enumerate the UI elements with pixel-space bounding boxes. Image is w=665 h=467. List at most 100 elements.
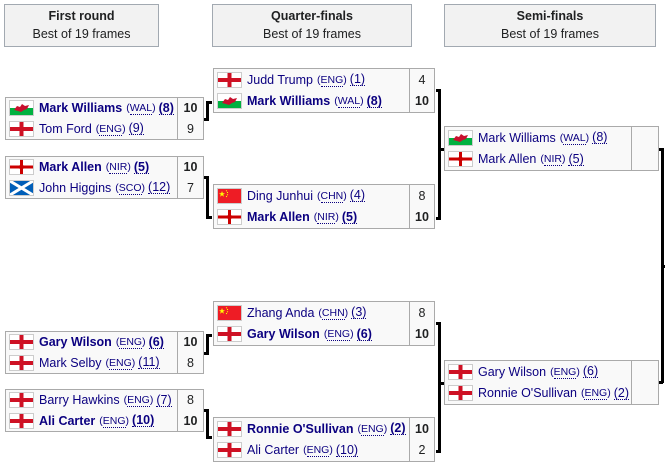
nation-code[interactable]: (NIR) [105, 161, 131, 174]
bracket-connector-line [438, 382, 444, 385]
nation-abbr[interactable]: NIR [109, 161, 128, 174]
nation-abbr[interactable]: ENG [119, 336, 143, 349]
table-row: Gary Wilson(ENG)(6) [444, 360, 659, 383]
nation-abbr[interactable]: ENG [584, 387, 608, 400]
seed-number: (5) [341, 209, 358, 224]
northern-ireland-flag-icon [9, 159, 34, 175]
nation-code[interactable]: (ENG) [580, 387, 611, 400]
player-name-link[interactable]: Gary Wilson [478, 364, 547, 379]
bracket-connector-line [206, 436, 212, 439]
nation-abbr[interactable]: WAL [563, 131, 586, 145]
score-cell: 10 [410, 206, 435, 229]
nation-abbr[interactable]: ENG [109, 356, 132, 370]
nation-code[interactable]: (ENG) [105, 356, 136, 370]
player-name-link[interactable]: Ronnie O'Sullivan [478, 386, 577, 400]
bracket-connector-line [438, 89, 441, 220]
bracket-connector-line [206, 101, 212, 104]
nation-code[interactable]: (ENG) [123, 394, 154, 407]
england-flag-icon [9, 354, 34, 371]
nation-code[interactable]: (SCO) [115, 181, 146, 195]
player-name-link[interactable]: Zhang Anda [247, 305, 315, 320]
player-name-link[interactable]: Mark Selby [39, 355, 102, 370]
nation-code[interactable]: (WAL) [126, 102, 156, 115]
nation-abbr[interactable]: ENG [360, 422, 384, 436]
player-name-link[interactable]: John Higgins [39, 180, 112, 195]
nation-abbr[interactable]: CHN [320, 189, 344, 203]
nation-code[interactable]: (ENG) [303, 444, 333, 457]
nation-code[interactable]: (ENG) [323, 328, 354, 341]
player-name-link[interactable]: Mark Allen [478, 152, 537, 166]
table-row: Mark Allen(NIR)(5) [444, 148, 659, 171]
china-flag-icon [217, 187, 242, 204]
nation-code[interactable]: (ENG) [115, 336, 146, 349]
player-name-link[interactable]: Barry Hawkins [39, 393, 120, 407]
player-name-link[interactable]: Gary Wilson [247, 327, 320, 341]
nation-abbr[interactable]: ENG [127, 394, 150, 407]
wales-flag-icon [217, 93, 242, 109]
score-value: 8 [187, 393, 194, 407]
wales-flag-icon [448, 129, 473, 146]
nation-abbr[interactable]: ENG [553, 365, 577, 379]
nation-code[interactable]: (ENG) [317, 73, 347, 87]
score-value: 10 [415, 94, 429, 108]
player-name-link[interactable]: Gary Wilson [39, 335, 112, 349]
player-name-link[interactable]: Ali Carter [39, 413, 96, 428]
player-name-link[interactable]: Judd Trump [247, 72, 314, 87]
player-name-link[interactable]: Ali Carter [247, 443, 300, 457]
player-name-link[interactable]: Mark Allen [39, 160, 102, 174]
england-flag-icon [9, 412, 34, 429]
nation-abbr[interactable]: NIR [543, 153, 562, 166]
nation-code[interactable]: (NIR) [313, 211, 339, 224]
nation-code[interactable]: (ENG) [357, 422, 388, 436]
england-flag-icon [448, 363, 473, 380]
score-cell: 10 [178, 410, 204, 432]
player-cell: Gary Wilson(ENG)(6) [5, 331, 178, 353]
bracket-connector-line [206, 334, 212, 337]
nation-abbr[interactable]: WAL [129, 102, 153, 115]
seed-number: (11) [138, 355, 160, 369]
score-cell: 10 [178, 156, 204, 178]
nation-abbr[interactable]: SCO [118, 181, 142, 195]
nation-code[interactable]: (WAL) [559, 131, 590, 145]
nation-abbr[interactable]: WAL [337, 95, 361, 108]
player-name-link[interactable]: Ronnie O'Sullivan [247, 421, 354, 436]
player-cell: Barry Hawkins(ENG)(7) [5, 389, 178, 411]
nation-abbr[interactable]: ENG [320, 73, 344, 87]
seed-number: (6) [148, 334, 164, 349]
nation-abbr[interactable]: ENG [306, 444, 330, 457]
player-name-link[interactable]: Ding Junhui [247, 188, 314, 203]
nation-abbr[interactable]: ENG [102, 414, 126, 428]
nation-code[interactable]: (ENG) [99, 414, 130, 428]
player-name-link[interactable]: Mark Allen [247, 210, 310, 224]
england-flag-icon [448, 385, 473, 401]
player-name-link[interactable]: Mark Williams [247, 94, 331, 108]
table-row: Zhang Anda(CHN)(3)8 [213, 301, 435, 324]
seed-number: (8) [592, 130, 608, 144]
score-cell: 8 [410, 301, 435, 324]
nation-code[interactable]: (ENG) [95, 122, 126, 136]
player-name-link[interactable]: Tom Ford [39, 121, 92, 136]
seed-number: (1) [349, 72, 366, 86]
seed-number: (6) [356, 326, 372, 341]
round-title: Semi-finals [516, 9, 584, 23]
nation-abbr[interactable]: ENG [327, 328, 351, 341]
score-value: 10 [183, 101, 198, 115]
nation-abbr[interactable]: CHN [321, 306, 345, 320]
score-cell: 7 [178, 177, 204, 199]
seed-number: (2) [390, 421, 406, 435]
nation-code[interactable]: (ENG) [550, 365, 580, 379]
seed-number: (8) [366, 93, 382, 108]
player-name-link[interactable]: Mark Williams [39, 101, 123, 115]
nation-abbr[interactable]: ENG [99, 122, 123, 136]
nation-code[interactable]: (CHN) [318, 306, 349, 320]
nation-code[interactable]: (WAL) [334, 95, 364, 108]
score-value: 9 [187, 121, 194, 136]
header-semi-finals: Semi-finals Best of 19 frames [444, 4, 656, 47]
nation-code[interactable]: (NIR) [540, 153, 566, 166]
player-name-link[interactable]: Mark Williams [478, 130, 556, 145]
round-format: Best of 19 frames [32, 27, 131, 41]
player-cell: Gary Wilson(ENG)(6) [444, 360, 632, 383]
nation-code[interactable]: (CHN) [317, 189, 347, 203]
score-value: 8 [418, 188, 426, 203]
nation-abbr[interactable]: NIR [317, 211, 336, 224]
